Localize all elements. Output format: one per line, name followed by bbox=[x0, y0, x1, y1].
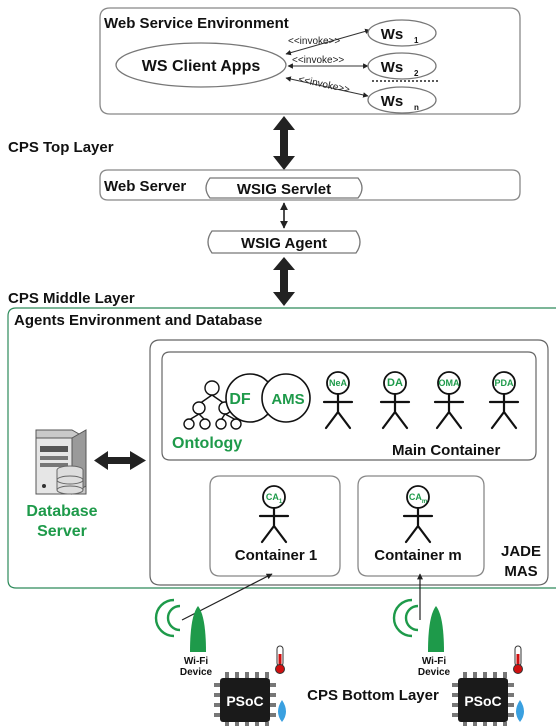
ws-node-2: Ws 2 bbox=[367, 52, 437, 80]
container-1-box: Container 1 bbox=[209, 475, 341, 577]
db-jade-double-arrow bbox=[94, 451, 146, 470]
antenna-icon bbox=[428, 606, 444, 652]
wifi-device-label-1: Wi-Fi bbox=[422, 656, 447, 667]
ws-node-1: Ws 1 bbox=[367, 19, 437, 47]
ws-client-apps-node bbox=[115, 42, 287, 88]
container-agent-ca1-label: CA1 bbox=[266, 492, 283, 505]
jade-label: JADE bbox=[501, 543, 541, 560]
water-drop-icon bbox=[278, 700, 286, 722]
web-service-environment: Web Service Environment WS Client Apps <… bbox=[99, 7, 521, 115]
agent-pda: PDA bbox=[488, 371, 520, 430]
wifi-icon bbox=[392, 598, 419, 638]
ws-node-n: Ws n bbox=[367, 86, 437, 114]
container-m-label: Container m bbox=[374, 547, 462, 564]
wifi-device-label-2: Device bbox=[180, 667, 213, 678]
thermometer-icon bbox=[275, 645, 285, 674]
container-1-label: Container 1 bbox=[235, 547, 318, 564]
database-server-icon bbox=[35, 429, 87, 495]
invoke-label-3: <<invoke>> bbox=[297, 74, 351, 96]
psoc-chip-icon: PSoC bbox=[452, 672, 514, 726]
main-container-box: Main Container Ontology DF AMS bbox=[161, 351, 537, 461]
cps-middle-layer-label: CPS Middle Layer bbox=[8, 290, 135, 307]
invoke-arrow-1 bbox=[285, 28, 371, 56]
container-m-box: Container m bbox=[357, 475, 485, 577]
ams-label: AMS bbox=[271, 391, 304, 408]
mas-label: MAS bbox=[504, 563, 537, 580]
agent-da-label: DA bbox=[387, 377, 403, 389]
wifi-device-label-1: Wi-Fi bbox=[184, 656, 209, 667]
web-server-box: Web Server WSIG Servlet bbox=[99, 169, 521, 201]
container-agent-ca1: CA1 bbox=[258, 485, 290, 544]
svg-text:n: n bbox=[414, 103, 419, 112]
web-service-env-title: Web Service Environment bbox=[104, 15, 289, 32]
cps-top-layer-label: CPS Top Layer bbox=[8, 139, 114, 156]
ws-client-apps-label: WS Client Apps bbox=[142, 58, 261, 75]
water-drop-icon bbox=[516, 700, 524, 722]
main-container-label: Main Container bbox=[392, 442, 501, 459]
top-to-middle-double-arrow bbox=[273, 257, 295, 306]
jade-mas-box: JADE MAS bbox=[149, 339, 549, 586]
wifi-icon bbox=[154, 598, 181, 638]
svg-text:Ws: Ws bbox=[381, 93, 404, 110]
invoke-arrow-3 bbox=[285, 76, 369, 98]
web-server-label: Web Server bbox=[104, 178, 186, 195]
svg-text:1: 1 bbox=[414, 36, 419, 45]
agent-oma-label: OMA bbox=[439, 378, 460, 388]
thermometer-icon bbox=[513, 645, 523, 674]
container-agent-cam: CAm bbox=[402, 485, 434, 544]
wsig-servlet-node bbox=[205, 177, 363, 199]
df-label: DF bbox=[229, 391, 251, 408]
svg-text:Ws: Ws bbox=[381, 59, 404, 76]
agents-env-title: Agents Environment and Database bbox=[14, 312, 262, 329]
web-to-top-double-arrow bbox=[273, 116, 295, 170]
agent-nea-label: NeA bbox=[329, 378, 348, 388]
ontology-label: Ontology bbox=[172, 435, 242, 452]
agent-pda-label: PDA bbox=[494, 378, 514, 388]
psoc-chip-icon: PSoC bbox=[214, 672, 276, 726]
invoke-label-1: <<invoke>> bbox=[288, 36, 340, 47]
database-label-line-2: Server bbox=[37, 523, 87, 540]
ontology-tree-icon bbox=[183, 380, 242, 430]
container-agents: CA1 CAm bbox=[258, 485, 434, 544]
psoc-chip-label: PSoC bbox=[226, 693, 263, 709]
psoc-chip-label: PSoC bbox=[464, 693, 501, 709]
main-container-agents: NeA DA OMA PDA bbox=[322, 371, 520, 430]
agent-da: DA bbox=[379, 371, 411, 430]
antenna-icon bbox=[190, 606, 206, 652]
wifi-device-label-2: Device bbox=[418, 667, 451, 678]
wsig-agent-node: WSIG Agent bbox=[207, 230, 361, 254]
wsig-agent-label: WSIG Agent bbox=[241, 235, 327, 252]
svg-text:2: 2 bbox=[414, 69, 419, 78]
invoke-label-2: <<invoke>> bbox=[292, 55, 344, 66]
svg-text:Ws: Ws bbox=[381, 26, 404, 43]
agent-nea: NeA bbox=[322, 371, 354, 430]
ams-node bbox=[261, 373, 311, 423]
agents-environment-box: Agents Environment and Database bbox=[7, 307, 556, 589]
cps-bottom-layer-label: CPS Bottom Layer bbox=[307, 687, 439, 704]
wsig-servlet-label: WSIG Servlet bbox=[237, 181, 331, 198]
database-label-line-1: Database bbox=[26, 503, 97, 520]
agent-oma: OMA bbox=[433, 371, 465, 430]
